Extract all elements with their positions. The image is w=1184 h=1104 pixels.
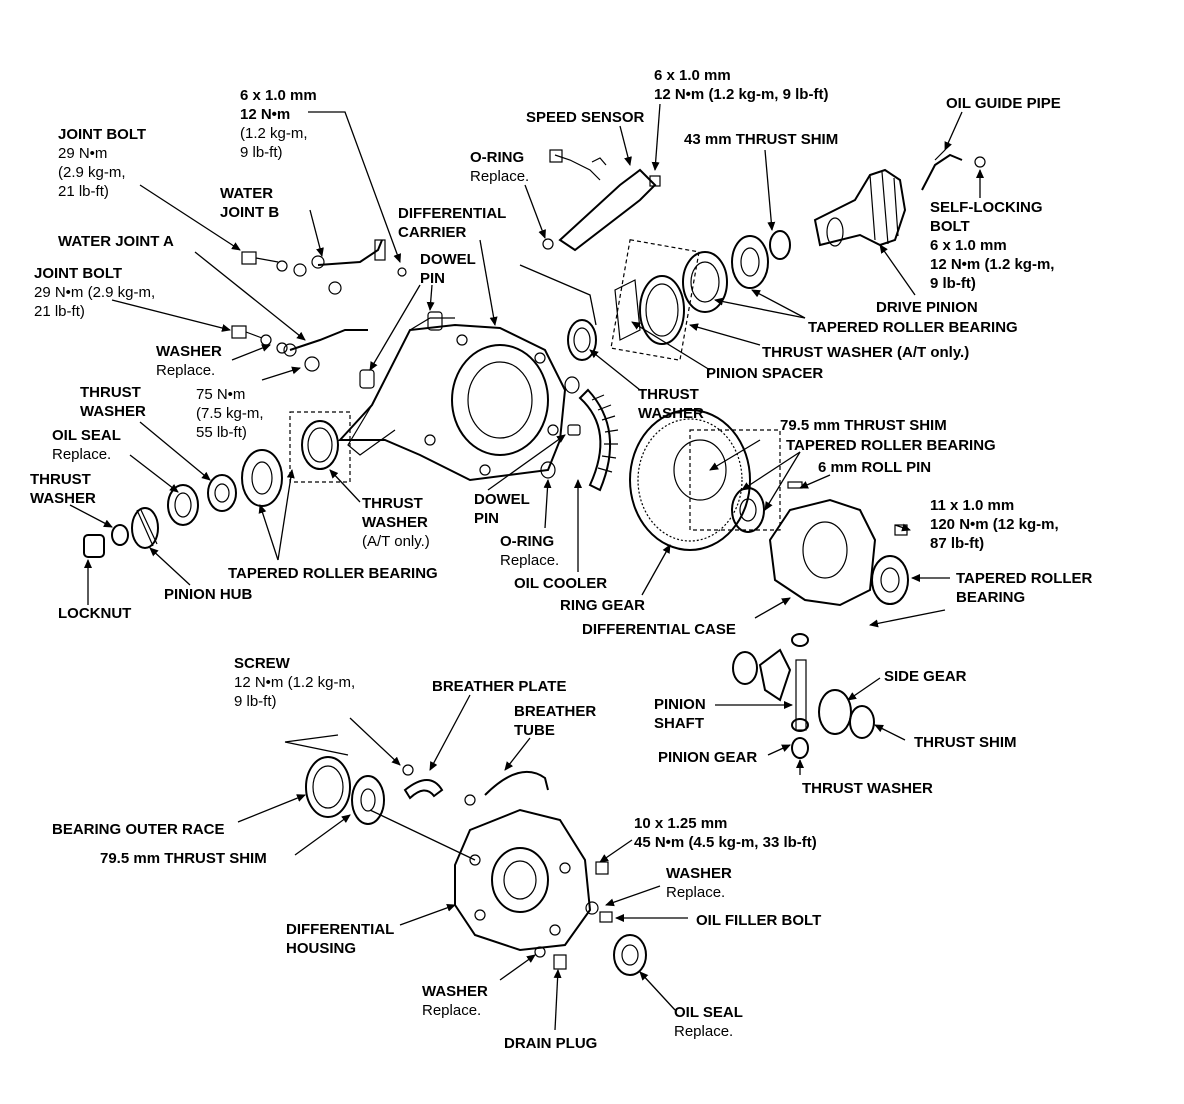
label-pinion-shaft: PINION SHAFT (654, 696, 706, 732)
label-joint-bolt-2: JOINT BOLT 29 N•m (2.9 kg-m, 21 lb-ft) (34, 265, 156, 320)
label-tapered-roller-bearing-left: TAPERED ROLLER BEARING (228, 565, 438, 582)
water-joint-a-part (283, 329, 368, 357)
water-joint-b-part (311, 239, 386, 269)
pinion-gear-set-part (732, 633, 875, 759)
label-drain-plug: DRAIN PLUG (504, 1035, 598, 1052)
label-roll-pin: 6 mm ROLL PIN (818, 459, 932, 476)
label-oil-filler-bolt: OIL FILLER BOLT (696, 912, 822, 929)
label-bearing-outer-race: BEARING OUTER RACE (52, 821, 225, 838)
ring-gear-part (629, 409, 751, 551)
label-thrust-shim-795-bottom: 79.5 mm THRUST SHIM (100, 850, 267, 867)
label-washer-bottom: WASHER Replace. (422, 983, 488, 1019)
label-breather-tube: BREATHER TUBE (514, 703, 597, 739)
label-thrust-washer-bottom: THRUST WASHER (802, 780, 933, 797)
label-oil-seal-bottom: OIL SEAL Replace. (674, 1004, 743, 1040)
label-screw: SCREW 12 N•m (1.2 kg-m, 9 lb-ft) (234, 655, 356, 710)
joint-bolts-part (231, 251, 407, 372)
label-pinion-spacer: PINION SPACER (706, 365, 824, 382)
label-differential-carrier: DIFFERENTIAL CARRIER (398, 205, 507, 241)
label-pinion-hub: PINION HUB (164, 586, 253, 603)
oil-guide-pipe-part (921, 149, 986, 191)
label-bolt-10x125: 10 x 1.25 mm 45 N•m (4.5 kg-m, 33 lb-ft) (634, 815, 817, 851)
label-oil-guide-pipe: OIL GUIDE PIPE (946, 95, 1061, 112)
label-thrust-shim-right: THRUST SHIM (914, 734, 1017, 751)
label-breather-plate: BREATHER PLATE (432, 678, 567, 695)
label-differential-housing: DIFFERENTIAL HOUSING (286, 921, 395, 957)
label-tapered-roller-bearing-mid: TAPERED ROLLER BEARING (786, 437, 996, 454)
label-tapered-roller-bearing-top: TAPERED ROLLER BEARING (808, 319, 1018, 336)
label-bolt-6x1-left: 6 x 1.0 mm 12 N•m (1.2 kg-m, 9 lb-ft) (240, 87, 317, 161)
drive-pinion-part (813, 168, 907, 247)
label-thrust-washer-at-mid: THRUST WASHER (A/T only.) (362, 495, 430, 550)
label-locknut: LOCKNUT (58, 605, 132, 622)
label-thrust-washer-far-left: THRUST WASHER (30, 471, 96, 507)
label-tapered-roller-bearing-right: TAPERED ROLLER BEARING (956, 570, 1093, 606)
differential-housing-part (305, 756, 647, 976)
label-thrust-washer-at-top: THRUST WASHER (A/T only.) (762, 344, 970, 361)
label-oil-seal-left: OIL SEAL Replace. (52, 427, 121, 463)
label-side-gear: SIDE GEAR (884, 668, 967, 685)
label-water-joint-a: WATER JOINT A (58, 233, 174, 250)
label-thrust-shim-43: 43 mm THRUST SHIM (684, 131, 839, 148)
leader-lines (69, 103, 984, 1031)
label-thrust-shim-795-top: 79.5 mm THRUST SHIM (780, 417, 947, 434)
label-washer-left: WASHER Replace. (156, 343, 222, 379)
differential-carrier-part (337, 317, 567, 482)
label-dowel-pin-top: DOWEL PIN (420, 251, 476, 287)
bearings-upper-part (567, 230, 791, 361)
label-pinion-gear: PINION GEAR (658, 749, 758, 766)
label-washer-right: WASHER Replace. (666, 865, 732, 901)
label-self-locking-bolt: SELF-LOCKING BOLT 6 x 1.0 mm 12 N•m (1.2… (930, 199, 1055, 292)
label-thrust-washer-left: THRUST WASHER (80, 384, 146, 420)
label-o-ring-top: O-RING Replace. (470, 149, 530, 185)
label-torque-75: 75 N•m (7.5 kg-m, 55 lb-ft) (196, 386, 264, 441)
dowel-pins-part (359, 311, 581, 436)
left-side-parts (83, 411, 351, 558)
label-drive-pinion: DRIVE PINION (876, 299, 978, 316)
label-bolt-6x1-top: 6 x 1.0 mm 12 N•m (1.2 kg-m, 9 lb-ft) (654, 67, 829, 103)
label-bolt-11x1: 11 x 1.0 mm 120 N•m (12 kg-m, 87 lb-ft) (930, 497, 1059, 552)
label-differential-case: DIFFERENTIAL CASE (582, 621, 736, 638)
label-thrust-washer-mid: THRUST WASHER (638, 386, 704, 422)
speed-sensor-part (542, 149, 661, 252)
label-ring-gear: RING GEAR (560, 597, 646, 614)
label-joint-bolt-1: JOINT BOLT 29 N•m (2.9 kg-m, 21 lb-ft) (58, 126, 147, 200)
oil-cooler-part (540, 376, 619, 492)
label-o-ring-bottom: O-RING Replace. (500, 533, 560, 569)
label-speed-sensor: SPEED SENSOR (526, 109, 645, 126)
label-dowel-pin-bottom: DOWEL PIN (474, 491, 530, 527)
label-oil-cooler: OIL COOLER (514, 575, 608, 592)
label-water-joint-b: WATER JOINT B (220, 185, 280, 221)
